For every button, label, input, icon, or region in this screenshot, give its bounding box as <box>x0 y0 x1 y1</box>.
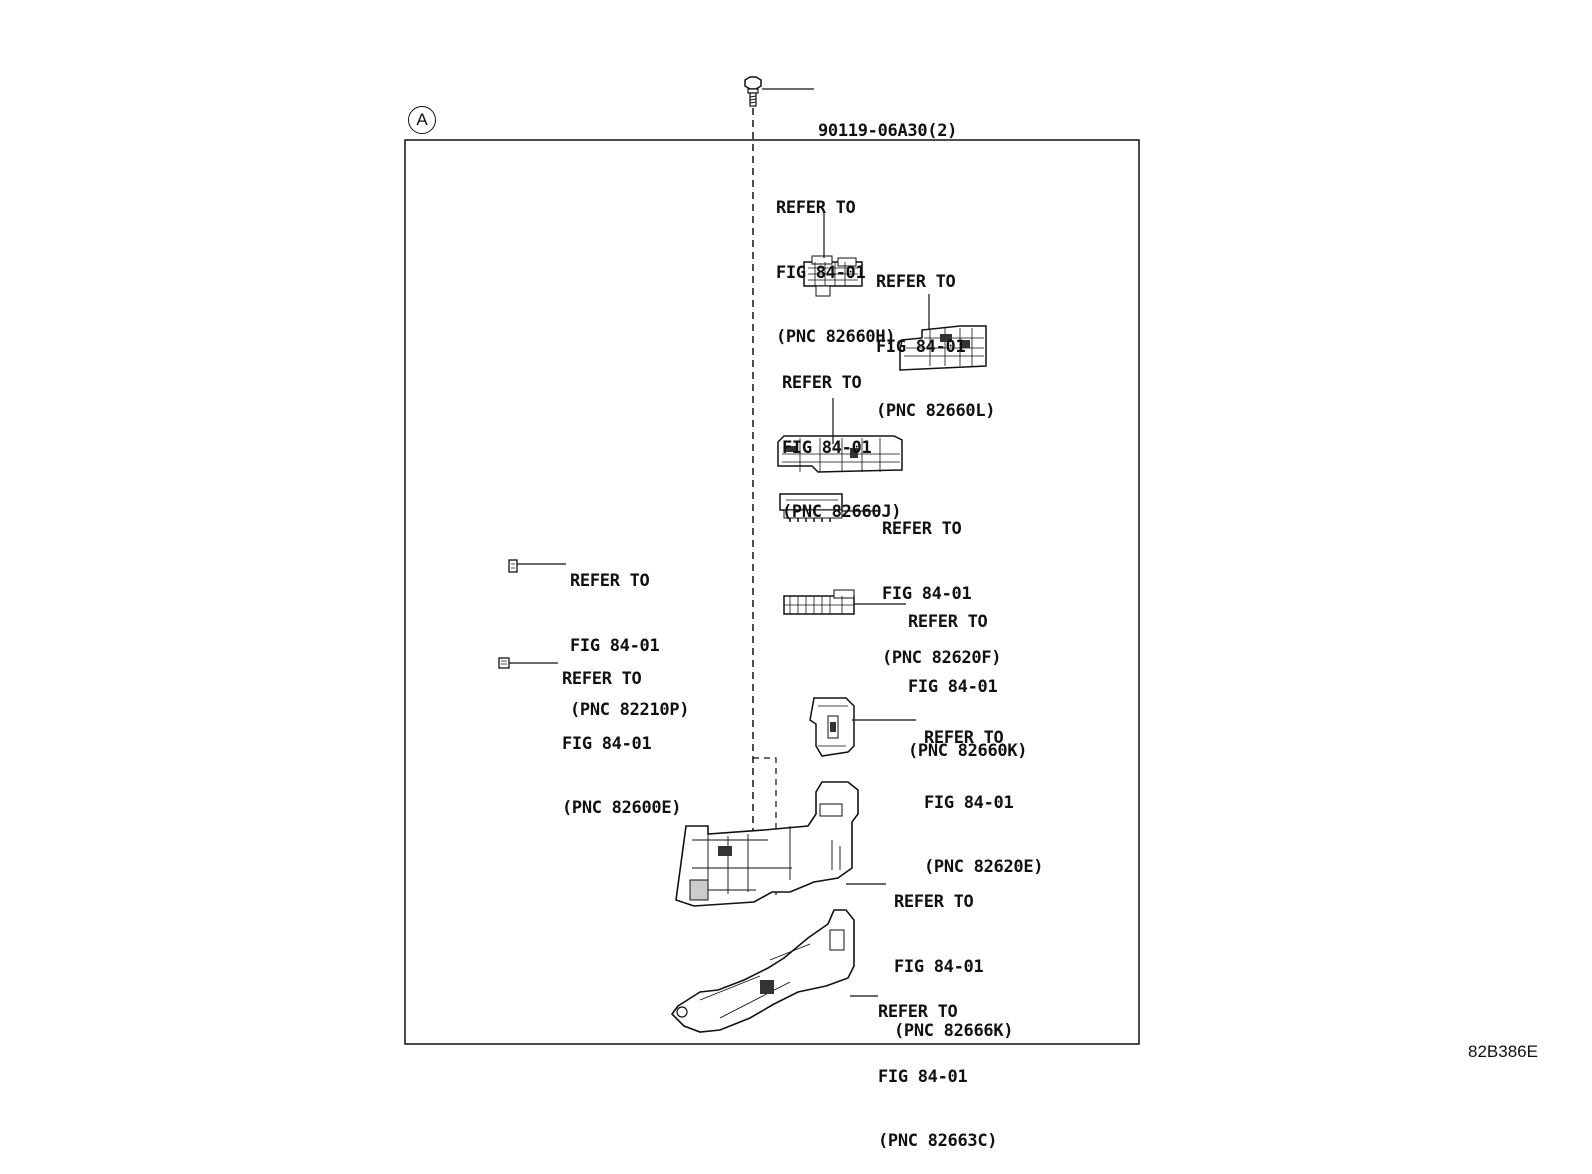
callout-pnc-82210p[interactable]: REFER TO FIG 84-01 (PNC 82210P) <box>570 528 690 743</box>
callout-line: (PNC 82660K) <box>908 741 1028 761</box>
bolt-part-number[interactable]: 90119-06A30(2) <box>818 78 957 164</box>
parts-diagram <box>404 76 1140 1045</box>
callout-line: FIG 84-01 <box>876 336 966 357</box>
callout-line: FIG 84-01 <box>570 635 660 656</box>
callout-line: FIG 84-01 <box>782 437 872 458</box>
relay-block-82660j[interactable] <box>777 435 903 473</box>
fuse-82210p[interactable] <box>508 559 518 573</box>
callout-line: (PNC 82660J) <box>782 502 902 522</box>
callout-line: REFER TO <box>878 1002 958 1022</box>
connector-82620f[interactable] <box>779 493 843 522</box>
callout-pnc-82620f[interactable]: REFER TO FIG 84-01 (PNC 82620F) <box>882 476 1002 691</box>
connector-82660k[interactable] <box>783 589 855 615</box>
callout-pnc-82620e[interactable]: REFER TO FIG 84-01 (PNC 82620E) <box>924 685 1044 900</box>
callout-line: FIG 84-01 <box>924 792 1014 813</box>
bolt-centerline-jog <box>753 757 777 900</box>
bolt-part-number-text: 90119-06A30(2) <box>818 121 958 141</box>
callout-pnc-82666k[interactable]: REFER TO FIG 84-01 (PNC 82666K) <box>894 849 1014 1064</box>
cover-82663c[interactable] <box>670 909 855 1033</box>
callout-line: REFER TO <box>570 571 650 591</box>
callout-pnc-82660k[interactable]: REFER TO FIG 84-01 (PNC 82660K) <box>908 569 1028 784</box>
callout-line: REFER TO <box>924 728 1004 748</box>
relay-block-82660h[interactable] <box>803 255 863 297</box>
callout-line: (PNC 82666K) <box>894 1021 1014 1041</box>
callout-line: FIG 84-01 <box>894 956 984 977</box>
callout-line: REFER TO <box>562 669 642 689</box>
callout-line: (PNC 82660L) <box>876 401 996 421</box>
callout-pnc-82600e[interactable]: REFER TO FIG 84-01 (PNC 82600E) <box>562 626 682 841</box>
callout-line: FIG 84-01 <box>878 1066 968 1087</box>
figure-id: 82B386E <box>1468 1042 1538 1061</box>
connector-82620e[interactable] <box>809 697 855 757</box>
callout-pnc-82663c[interactable]: REFER TO FIG 84-01 (PNC 82663C) <box>878 959 998 1174</box>
callout-line: REFER TO <box>908 612 988 632</box>
callout-line: (PNC 82210P) <box>570 700 690 720</box>
callout-line: REFER TO <box>876 272 956 292</box>
callout-line: FIG 84-01 <box>908 676 998 697</box>
relay-block-82660l[interactable] <box>899 325 987 371</box>
callout-pnc-82660l[interactable]: REFER TO FIG 84-01 (PNC 82660L) <box>876 229 996 444</box>
callout-line: FIG 84-01 <box>776 262 866 283</box>
callout-line: (PNC 82600E) <box>562 798 682 818</box>
callout-line: (PNC 82660H) <box>776 327 896 347</box>
bolt-icon[interactable] <box>744 76 762 107</box>
callout-line: FIG 84-01 <box>562 733 652 754</box>
callout-line: (PNC 82620E) <box>924 857 1044 877</box>
section-marker: A <box>408 106 436 134</box>
callout-line: REFER TO <box>776 198 856 218</box>
callout-line: REFER TO <box>782 373 862 393</box>
callout-pnc-82660h[interactable]: REFER TO FIG 84-01 (PNC 82660H) <box>776 155 896 370</box>
junction-block-82666k[interactable] <box>675 781 859 907</box>
assembly-frame <box>404 139 1140 1045</box>
callout-line: (PNC 82620F) <box>882 648 1002 668</box>
callout-line: REFER TO <box>882 519 962 539</box>
callout-pnc-82660j[interactable]: REFER TO FIG 84-01 (PNC 82660J) <box>782 330 902 545</box>
relay-82600e[interactable] <box>498 657 510 669</box>
callout-line: (PNC 82663C) <box>878 1131 998 1151</box>
callout-line: REFER TO <box>894 892 974 912</box>
callout-line: FIG 84-01 <box>882 583 972 604</box>
